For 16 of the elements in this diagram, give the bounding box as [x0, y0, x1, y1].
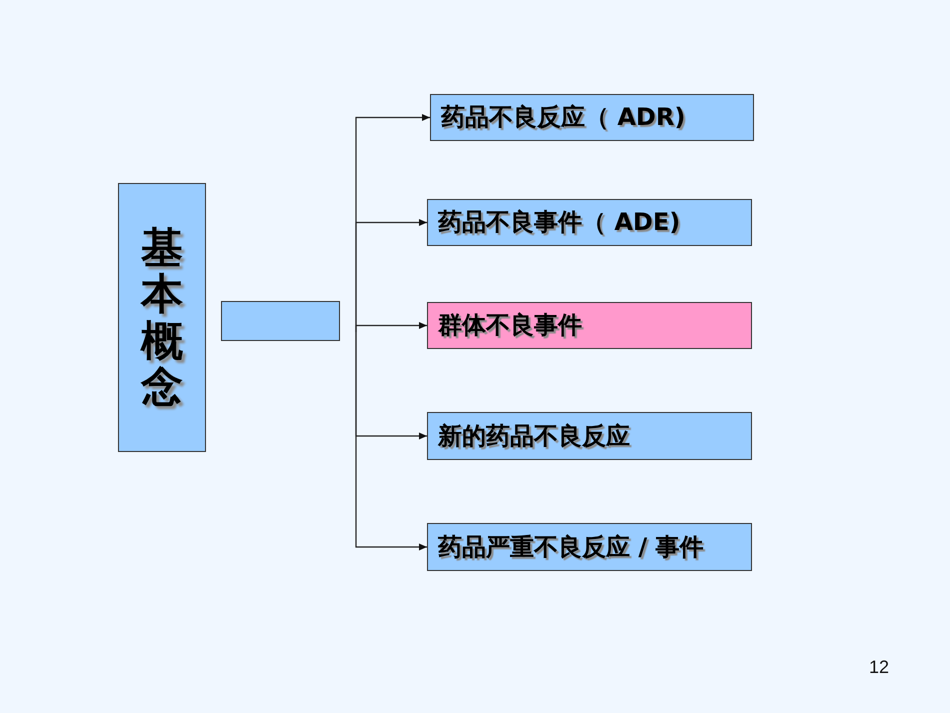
box-label: 药品不良事件（ ADE) [438, 208, 680, 237]
box-label: 药品严重不良反应 / 事件 [438, 532, 704, 562]
vertical-label: 基本概念 [141, 225, 183, 410]
page-number: 12 [869, 656, 890, 679]
arrow [355, 322, 427, 332]
highlighted-box [427, 302, 752, 349]
category-box [427, 199, 752, 246]
arrow [355, 332, 427, 550]
category-box [427, 523, 752, 571]
box-label: 新的药品不良反应 [438, 422, 630, 450]
concept-box [118, 183, 206, 452]
box-label: 群体不良事件 [438, 311, 582, 340]
empty-box [221, 301, 340, 341]
box-label: 药品不良反应（ ADR) [441, 103, 686, 132]
category-box [430, 94, 754, 141]
category-box [427, 412, 752, 460]
